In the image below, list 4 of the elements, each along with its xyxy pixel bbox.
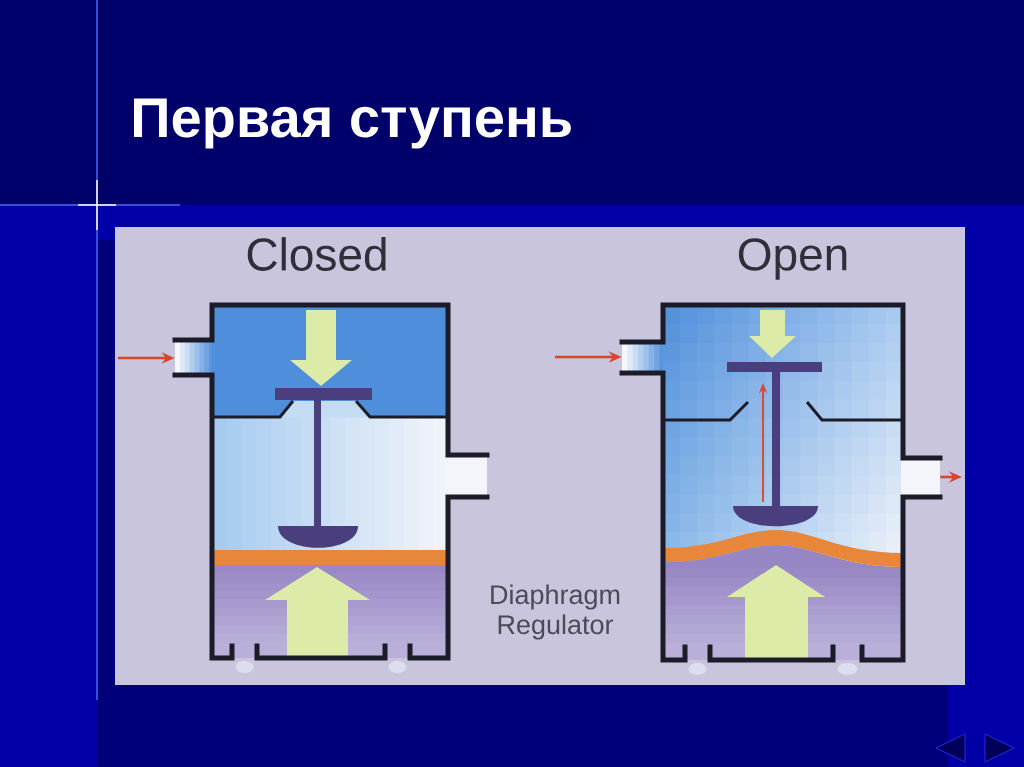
- panel-heading: Closed: [247, 237, 386, 271]
- slide-title: Первая ступень: [134, 98, 571, 149]
- panel-heading: Open: [738, 238, 847, 280]
- diagram-label: Diaphragm Regulator: [491, 584, 620, 640]
